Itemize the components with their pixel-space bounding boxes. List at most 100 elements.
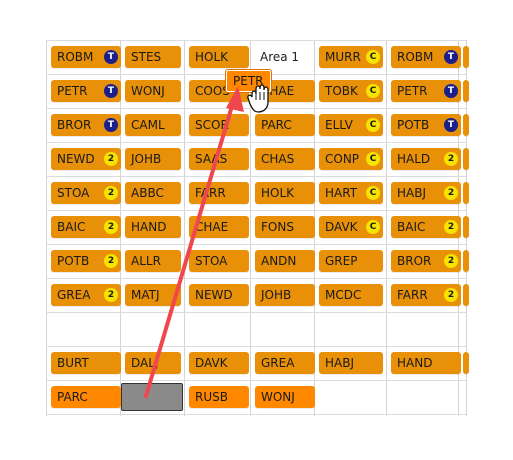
staff-chip-abbc[interactable]: ABBC <box>125 182 181 204</box>
chip-clipped[interactable] <box>463 216 469 238</box>
chip-label: HOLK <box>195 50 229 64</box>
staff-chip-johb[interactable]: JOHB <box>255 284 315 306</box>
staff-chip-parc[interactable]: PARC <box>255 114 315 136</box>
staff-chip-fons[interactable]: FONS <box>255 216 315 238</box>
chip-clipped[interactable] <box>463 352 469 374</box>
badge-2-icon: 2 <box>444 288 458 302</box>
staff-chip-hand[interactable]: HAND <box>125 216 181 238</box>
badge-2-icon: 2 <box>104 220 118 234</box>
chip-clipped[interactable] <box>463 148 469 170</box>
badge-2-icon: 2 <box>104 186 118 200</box>
chip-clipped[interactable] <box>463 250 469 272</box>
chip-label: GREA <box>57 288 91 302</box>
chip-clipped[interactable] <box>463 46 469 68</box>
badge-t-icon: T <box>444 84 458 98</box>
grid-column-divider <box>386 40 387 416</box>
chip-label: PARC <box>57 390 88 404</box>
chip-label: JOHB <box>131 152 162 166</box>
staff-chip-matj[interactable]: MATJ <box>125 284 181 306</box>
chip-label: CHAS <box>261 152 295 166</box>
chip-label: ANDN <box>261 254 297 268</box>
chip-label: ROBM <box>57 50 94 64</box>
staff-chip-caml[interactable]: CAML <box>125 114 181 136</box>
staff-chip-wonj[interactable]: WONJ <box>255 386 315 408</box>
staff-chip-burt[interactable]: BURT <box>51 352 121 374</box>
staff-chip-mcdc[interactable]: MCDC <box>319 284 383 306</box>
grid-column-divider <box>46 40 47 416</box>
staff-chip-habj[interactable]: HABJ <box>319 352 383 374</box>
chip-label: FARR <box>195 186 226 200</box>
chip-label: POTB <box>397 118 430 132</box>
chip-label: HABJ <box>325 356 355 370</box>
badge-c-icon: C <box>366 118 380 132</box>
badge-2-icon: 2 <box>104 152 118 166</box>
grid-row-divider <box>46 176 466 177</box>
grid-row-divider <box>46 142 466 143</box>
chip-label: BAIC <box>397 220 426 234</box>
chip-label: DALJ <box>131 356 159 370</box>
staff-chip-allr[interactable]: ALLR <box>125 250 181 272</box>
staff-chip-hand[interactable]: HAND <box>391 352 461 374</box>
staff-chip-dalj[interactable]: DALJ <box>125 352 181 374</box>
staff-chip-chas[interactable]: CHAS <box>255 148 315 170</box>
badge-c-icon: C <box>366 152 380 166</box>
chip-label: HOLK <box>261 186 295 200</box>
chip-label: COOS <box>195 84 230 98</box>
chip-clipped[interactable] <box>463 182 469 204</box>
staff-chip-rusb[interactable]: RUSB <box>189 386 249 408</box>
chip-label: JOHB <box>261 288 292 302</box>
grid-row-divider <box>46 40 466 41</box>
chip-clipped[interactable] <box>463 114 469 136</box>
chip-label: ELLV <box>325 118 353 132</box>
chip-label: HART <box>325 186 358 200</box>
staff-chip-parc[interactable]: PARC <box>51 386 121 408</box>
badge-c-icon: C <box>366 186 380 200</box>
staff-chip-johb[interactable]: JOHB <box>125 148 181 170</box>
badge-c-icon: C <box>366 220 380 234</box>
grid-column-divider <box>184 40 185 416</box>
staff-chip-grep[interactable]: GREP <box>319 250 383 272</box>
drop-placeholder[interactable] <box>121 383 183 411</box>
chip-label: HALD <box>397 152 431 166</box>
staff-chip-scor[interactable]: SCOR <box>189 114 249 136</box>
chip-label: BURT <box>57 356 89 370</box>
staff-chip-grea[interactable]: GREA <box>255 352 315 374</box>
staff-chip-stes[interactable]: STES <box>125 46 181 68</box>
staff-chip-andn[interactable]: ANDN <box>255 250 315 272</box>
chip-clipped[interactable] <box>463 284 469 306</box>
staff-chip-newd[interactable]: NEWD <box>189 284 249 306</box>
staff-chip-ellv[interactable]: ELLV C <box>319 114 383 136</box>
staff-chip-davk[interactable]: DAVK <box>189 352 249 374</box>
staff-chip-holk[interactable]: HOLK <box>189 46 249 68</box>
staff-chip-chae[interactable]: CHAE <box>189 216 249 238</box>
staff-chip-wonj[interactable]: WONJ <box>125 80 181 102</box>
badge-2-icon: 2 <box>444 254 458 268</box>
staff-chip-stoa[interactable]: STOA <box>189 250 249 272</box>
staff-chip-holk[interactable]: HOLK <box>255 182 315 204</box>
staff-chip-hart[interactable]: HART C <box>319 182 383 204</box>
chip-clipped[interactable] <box>463 80 469 102</box>
grid-row-divider <box>46 380 466 381</box>
badge-c-icon: C <box>366 50 380 64</box>
